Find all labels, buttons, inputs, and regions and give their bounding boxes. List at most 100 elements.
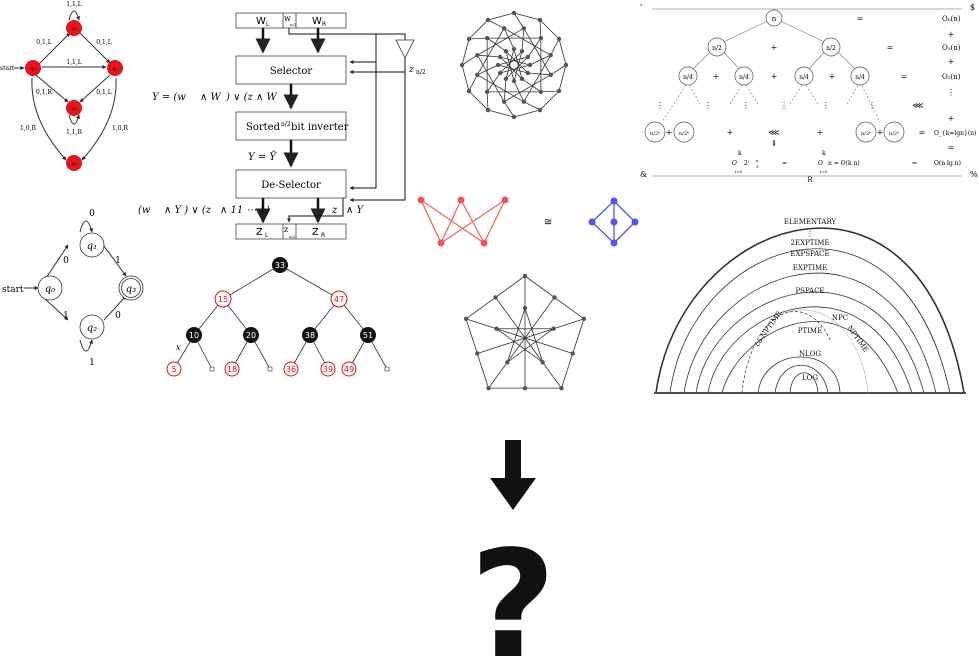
- graph-vertex: [466, 36, 472, 42]
- isomorphic-symbol: ≅: [544, 217, 552, 228]
- graph-vertex: [511, 10, 517, 16]
- complexity-class-label: 2EXPTIME: [791, 239, 830, 247]
- rb-key: 18: [227, 365, 237, 374]
- complexity-class-label: NPC: [832, 314, 848, 322]
- rb-nil-leaf: [209, 366, 215, 372]
- graph-vertex: [525, 70, 531, 76]
- graph-edge: [499, 50, 523, 74]
- rb-node-black: [360, 327, 376, 343]
- graph-edge: [513, 48, 523, 79]
- iso-red-vertex: [501, 196, 509, 204]
- graph-vertex: [548, 72, 553, 78]
- graph-edge: [495, 297, 543, 363]
- fa-start-label: start: [2, 285, 24, 295]
- graph-vertex: [463, 316, 469, 322]
- iso-blue-vertex: [588, 218, 596, 226]
- iso-red-vertex: [417, 196, 425, 204]
- graph-vertex: [522, 273, 528, 279]
- graph-edge: [461, 38, 470, 66]
- iso-red-vertex: [457, 196, 465, 204]
- graph-edge: [513, 12, 541, 21]
- rb-node-red: [320, 361, 336, 377]
- rec-rhs: O₂(n): [942, 73, 961, 81]
- graph-edge: [500, 56, 531, 66]
- rb-x-label: x: [176, 343, 181, 352]
- complexity-class-label: ELEMENTARY: [784, 218, 837, 226]
- graph-edge: [529, 54, 551, 66]
- rec-op: =: [857, 14, 864, 23]
- circuit-input-sub: L: [266, 21, 270, 28]
- rb-key: 47: [334, 295, 344, 304]
- fa-accept-ring: [121, 278, 141, 298]
- graph-edge: [487, 12, 515, 21]
- graph-vertex: [466, 88, 472, 94]
- graph-edge: [553, 318, 585, 330]
- rec-node-label: n: [772, 15, 777, 23]
- rec-op: ⋘: [912, 101, 923, 110]
- corner-mark: $: [970, 3, 975, 12]
- tm-state-node: [66, 20, 82, 36]
- rec-node: [678, 66, 698, 86]
- circuit-output-sub: R: [321, 232, 325, 239]
- tm-edge-label: 0,1,L: [96, 39, 111, 46]
- graph-vertex: [527, 62, 533, 68]
- graph-edge: [486, 37, 507, 52]
- graph-vertex: [522, 385, 528, 391]
- graph-vertex: [570, 351, 575, 356]
- graph-vertex: [563, 62, 569, 68]
- complexity-class-label: R: [807, 176, 813, 184]
- graph-edge: [477, 54, 501, 58]
- question-section: ?: [470, 440, 556, 664]
- graph-edge: [527, 72, 551, 76]
- circuit-eq-left: (w: [138, 205, 151, 216]
- rb-node-red: [214, 290, 232, 308]
- rb-node-red: [330, 290, 348, 308]
- graph-edge: [468, 90, 489, 111]
- rec-node: [707, 37, 727, 57]
- graph-edge: [476, 28, 505, 76]
- graph-edge: [503, 101, 515, 118]
- graph-edge: [461, 64, 470, 92]
- rec-node-label: n/2ᵏ: [679, 131, 689, 137]
- tm-node-label: q₂: [71, 106, 76, 112]
- graph-edge: [540, 90, 560, 93]
- graph-edge: [500, 64, 531, 74]
- turing-machine-diagram: q₀ q₁ q₂ q₃ q₄ start 1,1,L 0,1,L 0,1,L 1…: [0, 1, 128, 171]
- fa-edge-label: 0: [63, 256, 69, 266]
- graph-edge: [558, 38, 567, 66]
- iso-blue-vertex: [610, 197, 618, 205]
- finite-automaton-diagram: q₀ q₁ q₂ q₃ start 0 0 1 1 0 1: [2, 209, 144, 368]
- rec-op: +: [877, 128, 884, 137]
- graph-vertex: [494, 326, 499, 331]
- sorting-circuit-diagram: W L w n/2 W R Selector z n/2 Y = (w ∧ W …: [138, 12, 426, 240]
- tm-node-label: q₄: [71, 161, 76, 167]
- iso-blue-vertex: [610, 218, 618, 226]
- tm-edge-label: 1,1,L: [66, 1, 81, 8]
- tm-edge-label: 0,1,L: [96, 89, 111, 96]
- graph-vertex: [538, 89, 544, 95]
- graph-edge: [499, 56, 523, 80]
- tm-state-node: [66, 100, 82, 116]
- graph-edge: [497, 64, 528, 74]
- graph-vertex: [521, 99, 527, 104]
- fa-edge-label: 1: [63, 311, 69, 321]
- graph-vertex: [475, 52, 480, 58]
- graph-vertex: [521, 26, 527, 31]
- rb-node-red: [283, 361, 299, 377]
- rb-node-red: [224, 361, 240, 377]
- graph-edge: [477, 27, 525, 56]
- rec-op: ⋮: [868, 101, 876, 110]
- tm-edge-label: 0,1,L: [36, 39, 51, 46]
- graph-edge: [487, 109, 515, 118]
- circuit-input-sub: R: [322, 21, 326, 28]
- graph-edge: [476, 54, 505, 102]
- tm-state-node: [25, 60, 41, 76]
- rec-node: [734, 66, 754, 86]
- graph-edge: [513, 80, 525, 102]
- fa-state-label: q₀: [45, 284, 55, 295]
- rec-node-label: n/4: [683, 74, 693, 81]
- circuit-z-sub: n/2: [416, 69, 426, 76]
- circuit-fraction: n/2: [281, 121, 291, 128]
- circuit-z-label: z: [408, 65, 414, 75]
